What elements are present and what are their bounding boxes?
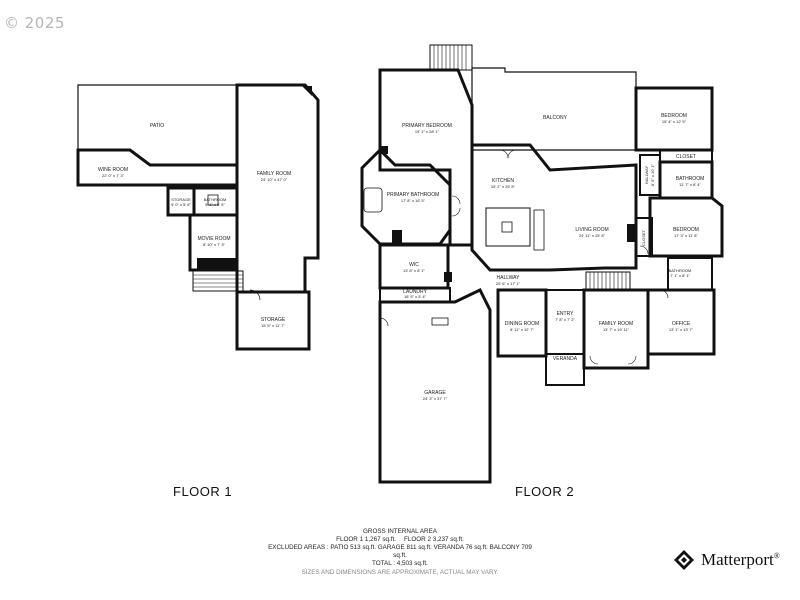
room-label-bathroom-right: BATHROOM bbox=[676, 176, 705, 182]
room-label-living-room: LIVING ROOM bbox=[575, 227, 608, 233]
room-label-family-room-f2: FAMILY ROOM bbox=[599, 321, 633, 327]
room-dims-family-room: 24' 10" x 47' 0" bbox=[261, 177, 288, 182]
room-dims-kitchen: 15' 2" x 25' 8" bbox=[491, 184, 516, 189]
room-label-hallway-right: HALLWAY bbox=[644, 165, 649, 184]
room-label-hallway-main: HALLWAY bbox=[497, 275, 521, 281]
room-dims-bathroom-f1: 9' 1" x 5' 6" bbox=[205, 202, 225, 207]
stairs-f1 bbox=[192, 270, 244, 292]
office-wall bbox=[646, 288, 716, 356]
room-dims-wic: 13' 8" x 8' 1" bbox=[403, 268, 426, 273]
room-label-storage-small: STORAGE bbox=[171, 197, 191, 202]
summary-excluded: EXCLUDED AREAS : PATIO 513 sq.ft. GARAGE… bbox=[200, 544, 600, 552]
summary-floors: FLOOR 1 1,267 sq.ft. FLOOR 2 3,237 sq.ft. bbox=[200, 536, 600, 544]
closet-right-wall bbox=[635, 217, 653, 257]
room-label-primary-bathroom: PRIMARY BATHROOM bbox=[387, 192, 440, 198]
floor-2-title: FLOOR 2 bbox=[515, 484, 575, 499]
room-label-bathroom-small: BATHROOM bbox=[669, 268, 692, 273]
matterport-logo-icon bbox=[674, 550, 694, 570]
room-dims-bedroom-right: 17' 3" x 11' 8" bbox=[674, 233, 698, 238]
room-dims-wine-room: 22' 0" x 7' 3" bbox=[102, 173, 125, 178]
excluded-garage: GARAGE 811 sq.ft. bbox=[377, 544, 432, 551]
main-living-wall bbox=[470, 143, 638, 272]
primary-bathroom-wall bbox=[360, 147, 452, 246]
room-label-storage-large: STORAGE bbox=[261, 317, 286, 323]
room-dims-garage: 24' 3" x 37' 7" bbox=[423, 396, 448, 401]
hallway-right-wall bbox=[639, 154, 661, 196]
brand-logo: Matterport® bbox=[672, 548, 780, 572]
brand-name: Matterport® bbox=[701, 550, 780, 569]
room-dims-primary-bathroom: 17' 8" x 16' 5" bbox=[401, 198, 426, 203]
balcony-outline bbox=[471, 67, 637, 151]
entry-wall bbox=[545, 289, 585, 355]
room-dims-bathroom-right: 11' 7" x 8' 4" bbox=[679, 182, 701, 187]
room-dims-entry: 7' 8" x 7' 2" bbox=[555, 317, 575, 322]
room-dims-hallway-right: 8' 5" x 10' 1" bbox=[650, 163, 655, 186]
kitchen-island bbox=[485, 207, 531, 247]
excluded-label: EXCLUDED AREAS : bbox=[268, 544, 329, 551]
room-label-wine-room: WINE ROOM bbox=[98, 167, 128, 173]
floor-1-labels: PATIO WINE ROOM 22' 0" x 7' 3" FAMILY RO… bbox=[98, 123, 291, 328]
veranda-wall bbox=[545, 353, 585, 386]
room-label-laundry: LAUNDRY bbox=[403, 289, 427, 295]
room-label-bedroom-right: BEDROOM bbox=[673, 227, 699, 233]
floor-1-plan bbox=[76, 83, 320, 351]
room-label-wic: WIC bbox=[409, 262, 419, 268]
summary-heading: GROSS INTERNAL AREA bbox=[363, 528, 437, 535]
room-label-closet-right: CLOSET bbox=[641, 229, 646, 246]
room-dims-laundry: 18' 5" x 5' 4" bbox=[404, 294, 427, 299]
brand-mark: ® bbox=[773, 551, 780, 561]
room-label-garage: GARAGE bbox=[424, 390, 446, 396]
summary-total: TOTAL : 4,503 sq.ft. bbox=[372, 560, 428, 567]
room-dims-dining-room: 8' 11" x 12' 7" bbox=[510, 327, 534, 332]
room-dims-bedroom-top: 15' 4" x 12' 5" bbox=[662, 119, 687, 124]
stairs-f2 bbox=[585, 271, 631, 291]
room-label-veranda: VERANDA bbox=[553, 356, 578, 362]
room-dims-family-room-f2: 13' 7" x 19' 11" bbox=[603, 327, 630, 332]
floor-2-plan bbox=[360, 44, 724, 484]
floor-2-labels: PRIMARY BEDROOM 19' 1" x 28' 1" BALCONY … bbox=[387, 113, 705, 401]
excluded-patio: PATIO 513 sq.ft. bbox=[330, 544, 377, 551]
room-dims-living-room: 24' 11" x 25' 8" bbox=[579, 233, 606, 238]
room-dims-hallway-main: 20' 6" x 17' 1" bbox=[496, 281, 521, 286]
area-summary: GROSS INTERNAL AREA FLOOR 1 1,267 sq.ft.… bbox=[200, 528, 600, 577]
summary-note: SIZES AND DIMENSIONS ARE APPROXIMATE, AC… bbox=[301, 569, 499, 576]
room-label-dining-room: DINING ROOM bbox=[505, 321, 539, 327]
excluded-balcony: BALCONY 709 bbox=[489, 544, 532, 551]
summary-floor-1: FLOOR 1 1,267 sq.ft. bbox=[336, 536, 396, 543]
room-label-kitchen: KITCHEN bbox=[492, 178, 514, 184]
bedroom-right-wall bbox=[648, 196, 724, 258]
storage-large-wall bbox=[235, 290, 311, 351]
room-label-bedroom-top: BEDROOM bbox=[661, 113, 687, 119]
room-label-movie-room: MOVIE ROOM bbox=[197, 236, 230, 242]
floor-1-title: FLOOR 1 bbox=[173, 484, 233, 499]
room-dims-movie-room: 8' 10" x 7' 3" bbox=[203, 242, 226, 247]
excluded-unit: sq.ft. bbox=[393, 552, 407, 559]
summary-floor-2: FLOOR 2 3,237 sq.ft. bbox=[404, 536, 464, 543]
room-dims-office: 13' 1" x 13' 7" bbox=[669, 327, 694, 332]
room-label-entry: ENTRY bbox=[557, 311, 575, 317]
room-label-bathroom-f1: BATHROOM bbox=[204, 197, 227, 202]
room-label-patio: PATIO bbox=[150, 123, 164, 129]
room-dims-storage-large: 15' 5" x 11' 7" bbox=[261, 323, 285, 328]
primary-bedroom-wall bbox=[378, 68, 474, 247]
room-label-office: OFFICE bbox=[672, 321, 691, 327]
copyright-notice: © 2025 bbox=[4, 14, 65, 32]
room-label-primary-bedroom: PRIMARY BEDROOM bbox=[402, 123, 452, 129]
room-dims-bathroom-small: 7' 1" x 8' 1" bbox=[670, 273, 690, 278]
family-room-wall bbox=[235, 83, 320, 294]
room-dims-storage-small: 5' 0" x 5' 6" bbox=[171, 202, 191, 207]
room-dims-primary-bedroom: 19' 1" x 28' 1" bbox=[415, 129, 440, 134]
room-label-balcony: BALCONY bbox=[543, 115, 568, 121]
excluded-veranda: VERANDA 76 sq.ft. bbox=[433, 544, 488, 551]
room-label-closet-top: CLOSET bbox=[676, 154, 696, 160]
room-label-family-room: FAMILY ROOM bbox=[257, 171, 291, 177]
garage-wall bbox=[378, 288, 492, 484]
